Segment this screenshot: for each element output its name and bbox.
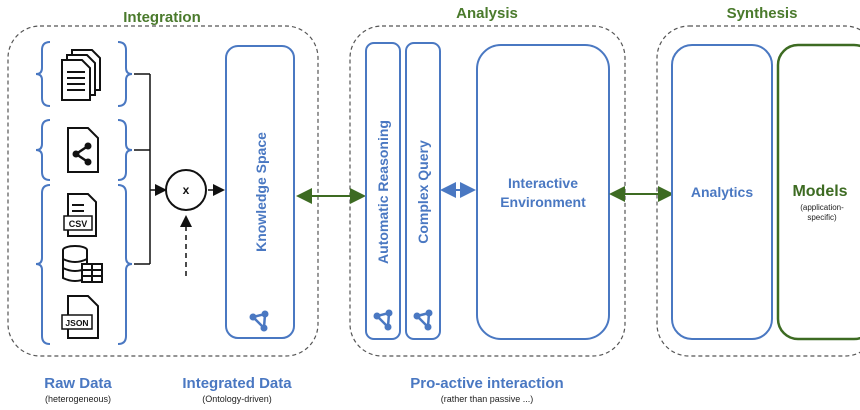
integrated-data-subcaption: (Ontology-driven) xyxy=(202,394,272,404)
interactive-environment-label-line2: Environment xyxy=(500,194,586,210)
csv-label: CSV xyxy=(69,219,88,229)
integrated-data-caption: Integrated Data xyxy=(182,375,292,392)
json-label: JSON xyxy=(65,318,88,328)
raw-data-brace-group-3 xyxy=(35,184,133,345)
models-sublabel-line1: (application- xyxy=(800,203,844,212)
merge-operator-label: x xyxy=(183,183,190,197)
share-document-icon xyxy=(67,127,99,173)
proactive-subcaption: (rather than passive ...) xyxy=(441,394,534,404)
complex-query-label: Complex Query xyxy=(415,140,431,244)
raw-data-brace-group-1 xyxy=(35,41,133,107)
document-stack-icon xyxy=(61,49,101,101)
section-title-analysis: Analysis xyxy=(456,5,518,22)
interactive-environment-label-line1: Interactive xyxy=(508,175,578,191)
analytics-label: Analytics xyxy=(691,184,753,200)
knowledge-space-label: Knowledge Space xyxy=(253,132,269,252)
raw-data-brace-group-2 xyxy=(35,119,133,181)
merge-operator-circle xyxy=(165,169,207,211)
raw-data-subcaption: (heterogeneous) xyxy=(45,394,111,404)
proactive-caption: Pro-active interaction xyxy=(410,375,563,392)
json-file-icon: JSON xyxy=(61,295,99,339)
raw-data-connectors xyxy=(134,73,225,276)
knowledge-space-box xyxy=(225,45,295,339)
automatic-reasoning-box xyxy=(365,42,401,340)
interactive-environment-box xyxy=(476,44,610,340)
raw-data-caption: Raw Data xyxy=(44,375,112,392)
database-table-icon xyxy=(62,245,103,283)
models-box xyxy=(776,43,860,341)
models-label: Models xyxy=(792,183,847,200)
automatic-reasoning-label: Automatic Reasoning xyxy=(375,120,391,264)
csv-file-icon: CSV xyxy=(63,193,97,237)
section-title-synthesis: Synthesis xyxy=(727,5,798,22)
models-sublabel-line2: specific) xyxy=(807,213,837,222)
analytics-box xyxy=(671,44,773,340)
section-title-integration: Integration xyxy=(123,9,201,26)
